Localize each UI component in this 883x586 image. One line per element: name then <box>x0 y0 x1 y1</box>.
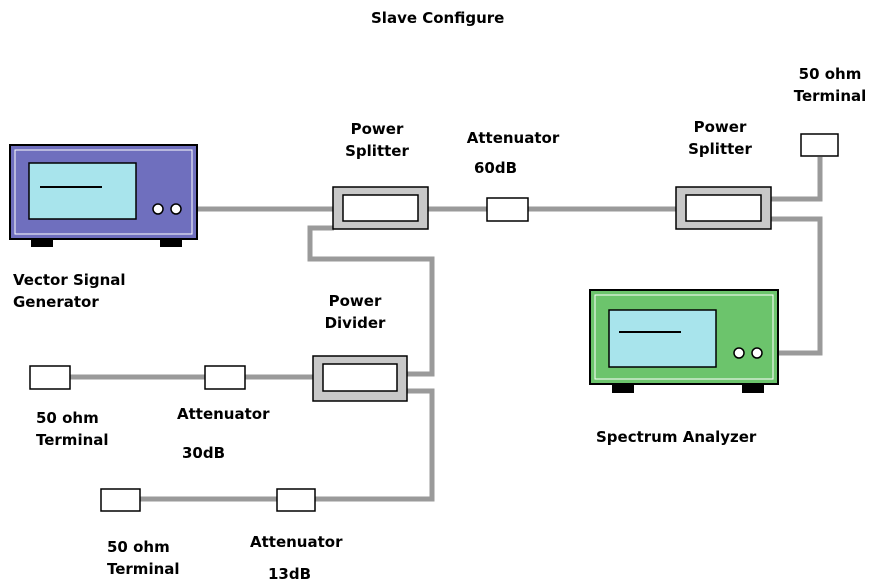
analyzer-port-2 <box>751 347 763 359</box>
splitter1-label-line1: Power <box>350 120 404 138</box>
splitter2-label-line2: Splitter <box>688 140 752 158</box>
terminal1-label-line1: 50 ohm <box>36 409 99 427</box>
divider-label-line2: Divider <box>324 314 386 332</box>
terminal2-label-line2: Terminal <box>107 560 180 578</box>
vsg-label-line2: Generator <box>13 293 99 311</box>
splitter2-label: Power Splitter <box>665 116 775 160</box>
terminal1-label: 50 ohm Terminal <box>36 407 109 451</box>
power-splitter-2 <box>675 186 772 230</box>
vsg-foot-left <box>31 236 53 247</box>
terminal-top <box>800 133 839 157</box>
spectrum-analyzer <box>589 289 779 393</box>
terminal2-label: 50 ohm Terminal <box>107 536 180 580</box>
splitter1-window <box>342 194 419 222</box>
splitter2-label-line1: Power <box>693 118 747 136</box>
attenuator60-value: 60dB <box>474 159 518 177</box>
attenuator60-label-line1: Attenuator <box>466 129 560 147</box>
attenuator30-value: 30dB <box>182 444 226 462</box>
vector-signal-generator <box>9 144 198 247</box>
attenuator13-label: Attenuator <box>250 533 343 551</box>
vsg-screen <box>28 162 137 220</box>
analyzer-foot-right <box>742 382 764 393</box>
cable-divider-to-attenuator13 <box>315 388 435 502</box>
splitter2-window <box>685 194 762 222</box>
terminal2-label-line1: 50 ohm <box>107 538 170 556</box>
attenuator-30db <box>204 365 246 390</box>
attenuator60-label: Attenuator <box>448 127 578 149</box>
divider-window <box>322 363 398 392</box>
cables <box>70 157 823 502</box>
attenuator-60db <box>486 197 529 222</box>
vsg-bevel <box>14 149 193 235</box>
attenuator13-value: 13dB <box>268 565 312 583</box>
analyzer-bevel <box>594 294 774 380</box>
cable-splitter2-to-analyzer <box>766 216 823 356</box>
splitter1-label: Power Splitter <box>322 118 432 162</box>
vsg-label-line1: Vector Signal <box>13 271 126 289</box>
terminal-2 <box>100 488 141 512</box>
power-splitter-1 <box>332 186 429 230</box>
cable-splitter1-to-divider <box>307 225 435 377</box>
vsg-port-1 <box>152 203 164 215</box>
analyzer-foot-left <box>612 382 634 393</box>
vsg-foot-right <box>160 236 182 247</box>
diagram-title: Slave Configure <box>371 9 505 27</box>
vsg-label: Vector Signal Generator <box>13 269 126 313</box>
vsg-port-2 <box>170 203 182 215</box>
analyzer-port-1 <box>733 347 745 359</box>
divider-label-line1: Power <box>328 292 382 310</box>
terminal-top-label-line1: 50 ohm <box>798 65 862 83</box>
cable-splitter2-to-top-terminal <box>770 157 823 202</box>
terminal-1 <box>29 365 71 390</box>
power-divider <box>312 355 408 402</box>
analyzer-label: Spectrum Analyzer <box>596 428 757 446</box>
divider-label: Power Divider <box>300 290 410 334</box>
terminal-top-label-line2: Terminal <box>793 87 867 105</box>
terminal1-label-line2: Terminal <box>36 431 109 449</box>
attenuator30-label: Attenuator <box>177 405 270 423</box>
splitter1-label-line2: Splitter <box>345 142 409 160</box>
attenuator-13db <box>276 488 316 512</box>
terminal-top-label: 50 ohm Terminal <box>780 63 880 107</box>
analyzer-screen <box>608 309 717 368</box>
